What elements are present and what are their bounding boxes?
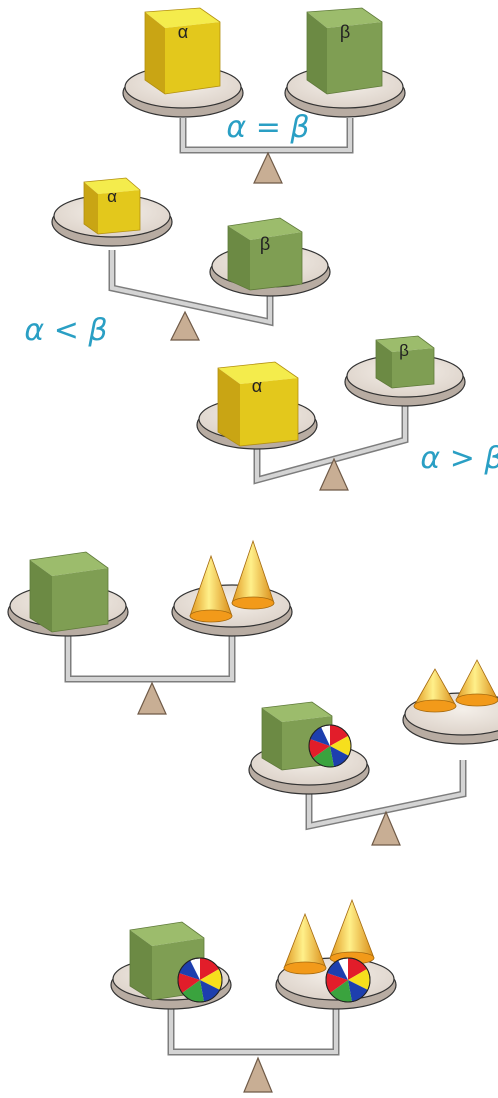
cube-icon: β	[228, 218, 302, 290]
cone-icon	[232, 541, 274, 609]
cone-icon	[414, 669, 456, 712]
alpha-label: α	[178, 22, 188, 42]
scale-cube-vs-cones	[8, 541, 292, 714]
cube-icon: α	[84, 178, 140, 234]
beta-label: β	[399, 341, 409, 360]
scale-equal: α β α = β	[123, 8, 405, 183]
alpha-label: α	[252, 376, 262, 396]
pivot-icon	[171, 312, 199, 340]
beach-ball-icon	[178, 958, 222, 1002]
beach-ball-icon	[326, 958, 370, 1002]
cone-icon	[456, 660, 498, 706]
pivot-icon	[254, 153, 282, 183]
pivot-icon	[244, 1058, 272, 1092]
scale-less: α β α < β	[24, 178, 330, 348]
relation-less: α < β	[24, 313, 107, 348]
relation-equal: α = β	[226, 110, 309, 145]
scale-greater: α β α > β	[197, 336, 498, 490]
cube-icon	[30, 552, 108, 632]
scale-balanced-mixed	[111, 900, 396, 1092]
cone-icon	[284, 914, 326, 974]
relation-greater: α > β	[420, 441, 498, 476]
cone-icon	[330, 900, 374, 964]
alpha-label: α	[107, 187, 117, 206]
cube-icon: α	[145, 8, 220, 94]
beach-ball-icon	[309, 725, 351, 767]
pan-right	[172, 585, 292, 636]
beta-label: β	[260, 234, 270, 254]
pivot-icon	[372, 812, 400, 845]
scale-cube-ball-vs-cones-tilted	[249, 660, 498, 845]
pivot-icon	[138, 683, 166, 714]
beta-label: β	[340, 22, 350, 42]
balance-scale-icon	[171, 1005, 336, 1092]
balance-scale-icon	[68, 635, 232, 714]
cube-icon: α	[218, 362, 298, 446]
cube-icon: β	[376, 336, 434, 388]
cube-icon: β	[307, 8, 382, 94]
